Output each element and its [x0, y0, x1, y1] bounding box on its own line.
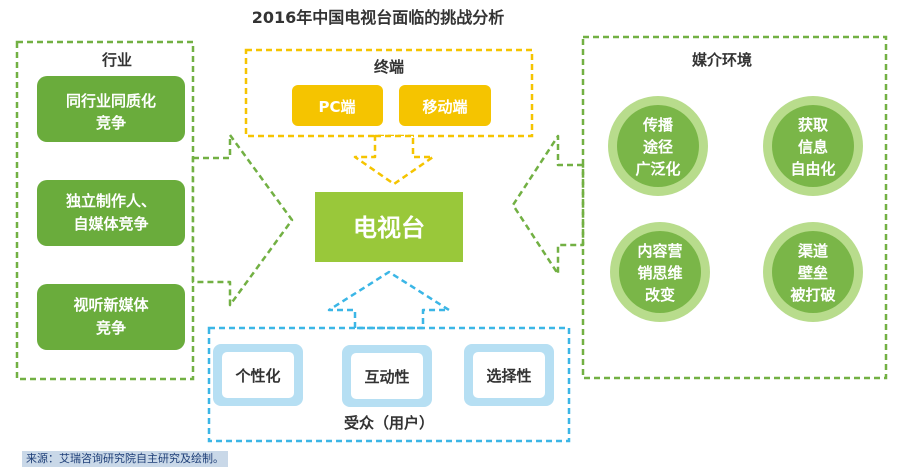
industry-item-box — [37, 284, 185, 350]
media-item-3: 内容营 销思维 改变 — [610, 222, 710, 322]
media-item-core — [772, 231, 854, 313]
media-item-line: 自由化 — [790, 160, 835, 178]
industry-item-line: 同行业同质化 — [66, 92, 156, 110]
center-node: 电视台 — [315, 192, 463, 262]
media-frame — [581, 35, 888, 380]
audience-panel: 个性化 互动性 选择性 受众（用户） — [207, 326, 571, 443]
media-arrow — [511, 134, 585, 276]
audience-item-label: 选择性 — [486, 367, 531, 385]
media-item-line: 改变 — [645, 286, 675, 304]
audience-arrow — [327, 270, 451, 330]
industry-label: 行业 — [101, 51, 132, 69]
media-item-line: 信息 — [798, 138, 828, 156]
audience-item-inner — [351, 353, 423, 399]
audience-frame — [207, 326, 571, 443]
industry-item-box — [37, 76, 185, 142]
media-item-2: 获取 信息 自由化 — [763, 96, 863, 196]
industry-item-3: 视听新媒体 竞争 — [37, 284, 185, 350]
industry-item-box — [37, 180, 185, 246]
diagram-title: 2016年中国电视台面临的挑战分析 — [252, 8, 505, 27]
audience-item-label: 互动性 — [364, 368, 409, 386]
media-item-line: 传播 — [642, 116, 674, 134]
industry-item-line: 视听新媒体 — [73, 296, 149, 314]
source-note: 来源：艾瑞咨询研究院自主研究及绘制。 — [22, 451, 228, 467]
media-item-line: 内容营 — [637, 242, 682, 260]
industry-arrow — [191, 133, 294, 307]
center-label: 电视台 — [353, 214, 425, 242]
media-panel: 媒介环境 传播 途径 广泛化 获取 信息 自由化 内容营 销思维 改变 渠道 壁… — [581, 35, 888, 380]
industry-item-1: 同行业同质化 竞争 — [37, 76, 185, 142]
media-item-1: 传播 途径 广泛化 — [608, 96, 708, 196]
industry-item-line: 自媒体竞争 — [73, 215, 148, 233]
audience-item-inner — [473, 352, 545, 398]
industry-item-2: 独立制作人、 自媒体竞争 — [37, 180, 185, 246]
audience-item-3: 选择性 — [464, 344, 554, 406]
audience-label: 受众（用户） — [344, 414, 434, 432]
media-item-line: 销思维 — [637, 264, 682, 282]
terminal-pc-label: PC端 — [318, 98, 355, 116]
terminal-label: 终端 — [374, 58, 404, 76]
terminal-mobile: 移动端 — [399, 85, 491, 126]
media-item-core — [619, 231, 701, 313]
audience-item-1: 个性化 — [213, 344, 303, 406]
audience-item-2: 互动性 — [342, 345, 432, 407]
media-label: 媒介环境 — [692, 51, 752, 69]
media-item-line: 途径 — [643, 138, 673, 156]
industry-item-line: 独立制作人、 — [66, 192, 156, 210]
media-item-4: 渠道 壁垒 被打破 — [763, 222, 863, 322]
terminal-mobile-label: 移动端 — [422, 98, 467, 116]
industry-item-line: 竞争 — [96, 319, 126, 337]
audience-item-label: 个性化 — [234, 367, 280, 385]
media-item-core — [617, 105, 699, 187]
terminal-mobile-box — [399, 85, 491, 126]
media-item-line: 广泛化 — [635, 160, 680, 178]
terminal-pc-box — [292, 85, 383, 126]
media-item-line: 壁垒 — [798, 264, 828, 282]
terminal-pc: PC端 — [292, 85, 383, 126]
media-item-line: 获取 — [798, 116, 829, 134]
media-item-line: 渠道 — [798, 242, 828, 260]
center-box — [315, 192, 463, 262]
terminal-arrow — [353, 134, 435, 186]
industry-item-line: 竞争 — [96, 114, 126, 132]
audience-item-inner — [222, 352, 294, 398]
media-item-line: 被打破 — [790, 286, 835, 304]
industry-panel: 行业 同行业同质化 竞争 独立制作人、 自媒体竞争 视听新媒体 竞争 — [15, 40, 195, 381]
terminal-panel: 终端 PC端 移动端 — [244, 48, 534, 138]
media-item-core — [772, 105, 854, 187]
